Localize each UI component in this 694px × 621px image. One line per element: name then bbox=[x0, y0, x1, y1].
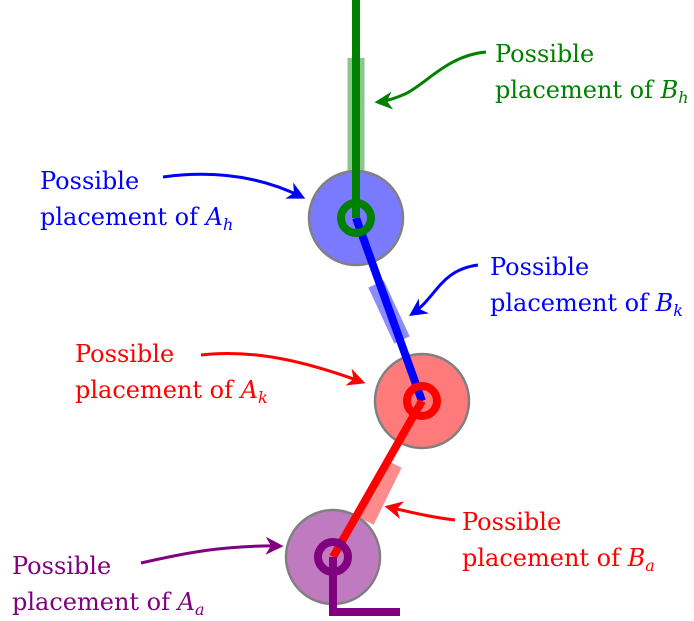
label-a-a-line1: Possible bbox=[12, 552, 111, 580]
label-a-k-line1: Possible bbox=[75, 340, 174, 368]
ankle-joint bbox=[314, 538, 352, 576]
label-a-h-line1: Possible bbox=[40, 167, 139, 195]
knee-joint bbox=[403, 382, 441, 420]
label-b-a-line2: placement of Ba bbox=[462, 544, 655, 575]
hip-joint bbox=[337, 199, 375, 237]
label-a-k-line2: placement of Ak bbox=[75, 376, 268, 407]
label-b-k: Possible placement of Bk bbox=[490, 253, 683, 320]
b-a-placement-bar bbox=[358, 460, 402, 525]
b-a-arrow bbox=[384, 501, 456, 522]
label-b-h: Possible placement of Bh bbox=[495, 40, 689, 107]
label-b-h-line2: placement of Bh bbox=[495, 76, 689, 107]
label-b-a-line1: Possible bbox=[462, 508, 561, 536]
label-b-a: Possible placement of Ba bbox=[462, 508, 655, 575]
label-b-k-line2: placement of Bk bbox=[490, 289, 683, 320]
thigh-segment bbox=[352, 216, 426, 403]
a-a-arrow bbox=[140, 536, 284, 565]
label-b-h-line1: Possible bbox=[495, 40, 594, 68]
b-h-arrow bbox=[374, 50, 487, 110]
b-k-arrow bbox=[409, 263, 479, 317]
label-a-h-line2: placement of Ah bbox=[40, 203, 233, 234]
label-b-k-line1: Possible bbox=[490, 253, 589, 281]
a-k-arrow bbox=[200, 351, 366, 386]
label-a-a-line2: placement of Aa bbox=[12, 588, 205, 619]
a-h-arrow bbox=[162, 172, 306, 199]
shank-segment bbox=[329, 399, 426, 559]
label-a-h: Possible placement of Ah bbox=[40, 167, 233, 234]
label-a-k: Possible placement of Ak bbox=[75, 340, 268, 407]
label-a-a: Possible placement of Aa bbox=[12, 552, 205, 619]
